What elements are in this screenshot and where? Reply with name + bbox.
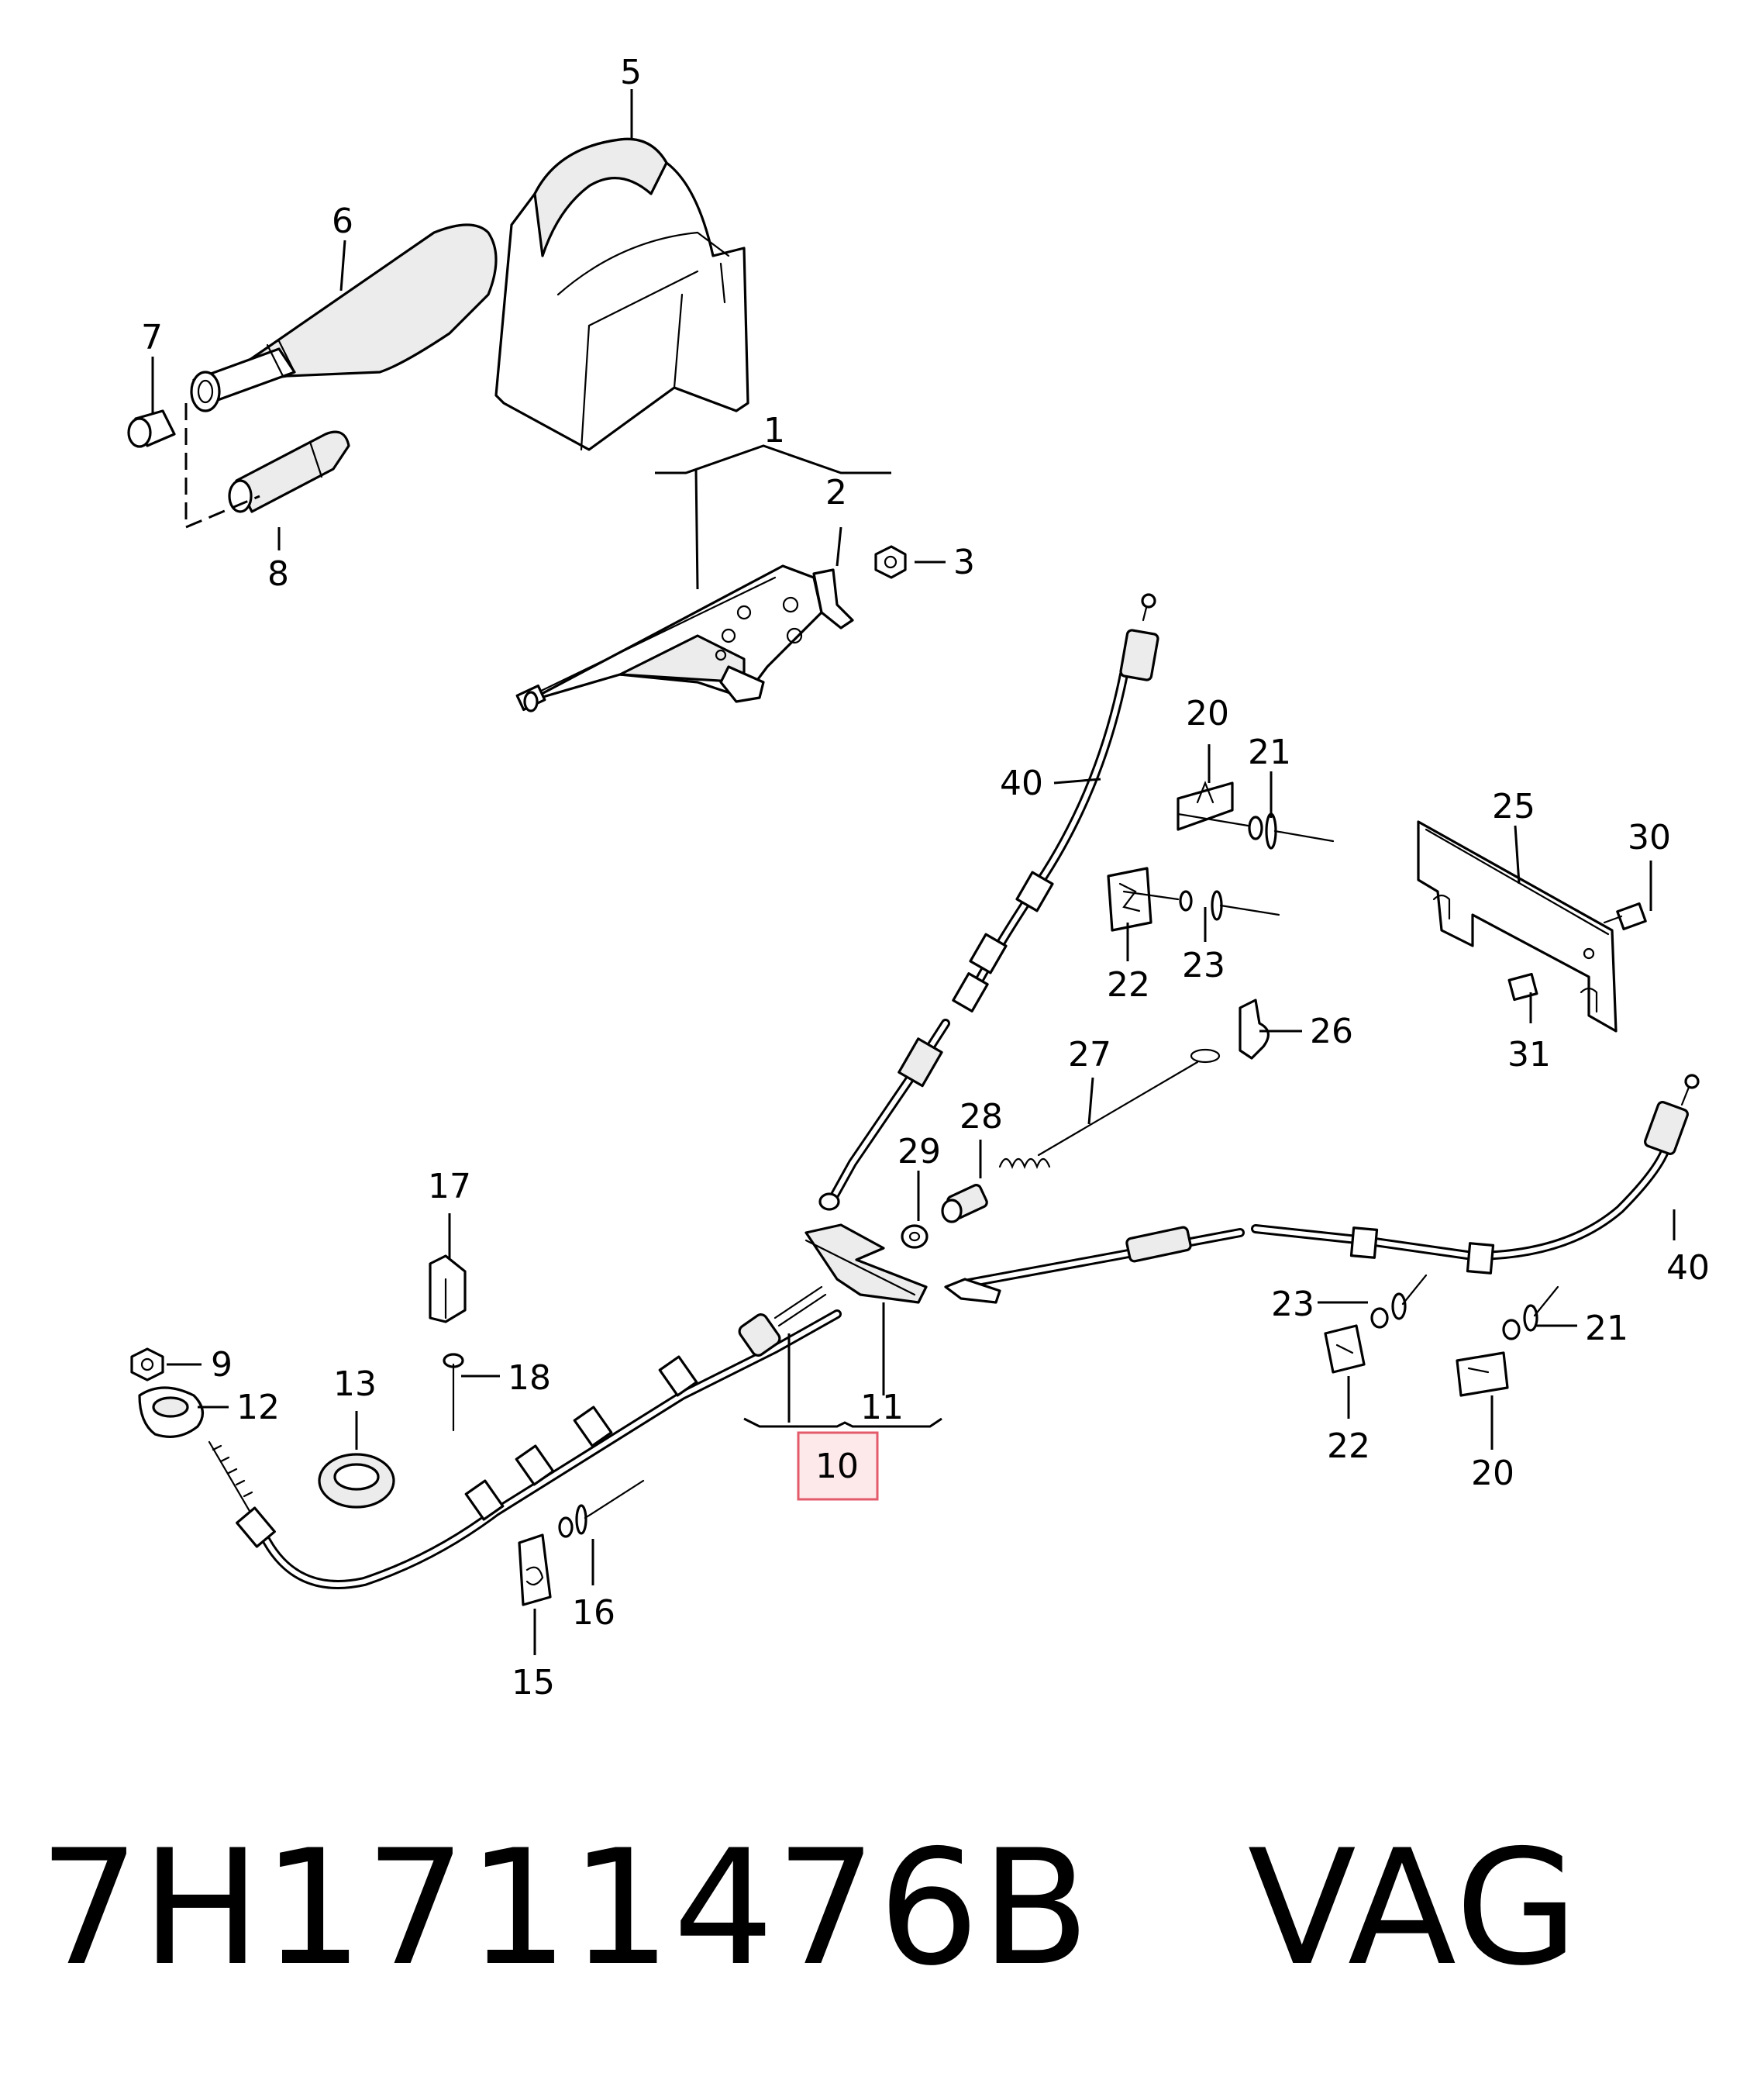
callout-31: 31 — [1507, 1035, 1551, 1074]
part-23-rivet-lower — [1370, 1274, 1428, 1329]
part-18-rivet — [443, 1353, 464, 1432]
callout-10: 10 — [815, 1447, 859, 1486]
part-31-nut — [1507, 972, 1538, 1002]
callout-17: 17 — [428, 1167, 471, 1206]
part-28-adjuster-nut — [941, 1184, 988, 1223]
part-27-spring — [998, 1048, 1221, 1169]
callout-40-right: 40 — [1666, 1248, 1710, 1288]
callout-11: 11 — [860, 1388, 904, 1427]
callout-22-upper: 22 — [1107, 965, 1150, 1005]
callout-8: 8 — [267, 554, 289, 594]
callout-6: 6 — [332, 202, 353, 241]
callout-15: 15 — [512, 1663, 555, 1702]
part-number-title: 7H1711476B VAG — [39, 1816, 1580, 2001]
callout-23-lower: 23 — [1271, 1285, 1314, 1324]
part-40-rear-cable-right — [944, 1074, 1700, 1304]
part-20-clip-lower — [1456, 1351, 1509, 1397]
callout-16: 16 — [572, 1593, 615, 1633]
callout-20-upper: 20 — [1186, 694, 1229, 733]
part-25-bracket — [1417, 820, 1618, 1033]
part-1-lever-assembly — [515, 564, 854, 712]
callout-26: 26 — [1310, 1012, 1353, 1051]
callout-12: 12 — [236, 1388, 280, 1427]
callout-7: 7 — [141, 318, 163, 357]
part-8-grip-sleeve — [228, 430, 350, 513]
part-12-grommet — [138, 1386, 204, 1438]
part-16-rivet — [558, 1479, 645, 1538]
part-10-handbrake-cable — [208, 1285, 842, 1589]
callout-27: 27 — [1068, 1035, 1111, 1074]
part-20-clip-upper — [1177, 781, 1234, 831]
callout-18: 18 — [508, 1358, 551, 1398]
part-30-bolt — [1603, 902, 1647, 931]
part-13-grommet — [318, 1453, 395, 1509]
part-6-lever-handle — [190, 223, 498, 412]
part-11-equalizer — [804, 1223, 928, 1304]
part-23-rivet-upper — [1122, 890, 1280, 921]
callout-2: 2 — [825, 473, 847, 512]
callout-1: 1 — [763, 411, 785, 450]
callout-22-lower: 22 — [1327, 1426, 1370, 1466]
part-21-rivet-upper — [1177, 812, 1335, 850]
part-22-clip-upper — [1107, 867, 1152, 932]
callout-23-upper: 23 — [1182, 946, 1225, 985]
callout-28: 28 — [960, 1097, 1003, 1137]
part-15-clip — [518, 1533, 552, 1606]
callout-20-lower: 20 — [1471, 1454, 1514, 1493]
callout-9: 9 — [211, 1345, 233, 1385]
callout-21-upper: 21 — [1248, 733, 1291, 772]
callout-21-lower: 21 — [1585, 1309, 1628, 1348]
part-26-clip — [1239, 999, 1270, 1060]
part-7-end-cap — [127, 409, 176, 448]
callout-40-upper: 40 — [1000, 764, 1043, 803]
leader-lines — [151, 89, 1676, 1655]
callout-13: 13 — [333, 1364, 377, 1404]
part-22-clip-lower — [1324, 1324, 1366, 1374]
callout-30: 30 — [1628, 818, 1671, 857]
highlight-box-10 — [797, 1431, 879, 1501]
part-9-nut — [130, 1347, 164, 1381]
part-21-rivet-lower — [1502, 1285, 1559, 1340]
callout-labels: 5 6 7 8 1 2 3 40 20 21 22 23 25 30 31 26… — [141, 53, 1710, 1702]
callout-29: 29 — [898, 1132, 941, 1171]
callout-5: 5 — [620, 53, 642, 92]
callout-25: 25 — [1492, 787, 1535, 826]
part-40-rear-cable-upper — [818, 593, 1159, 1211]
callout-3: 3 — [953, 543, 975, 582]
part-29-washer — [901, 1224, 929, 1249]
part-17-clip — [429, 1254, 467, 1323]
part-5-lever-cover — [494, 137, 749, 451]
part-3-nut — [874, 545, 907, 579]
